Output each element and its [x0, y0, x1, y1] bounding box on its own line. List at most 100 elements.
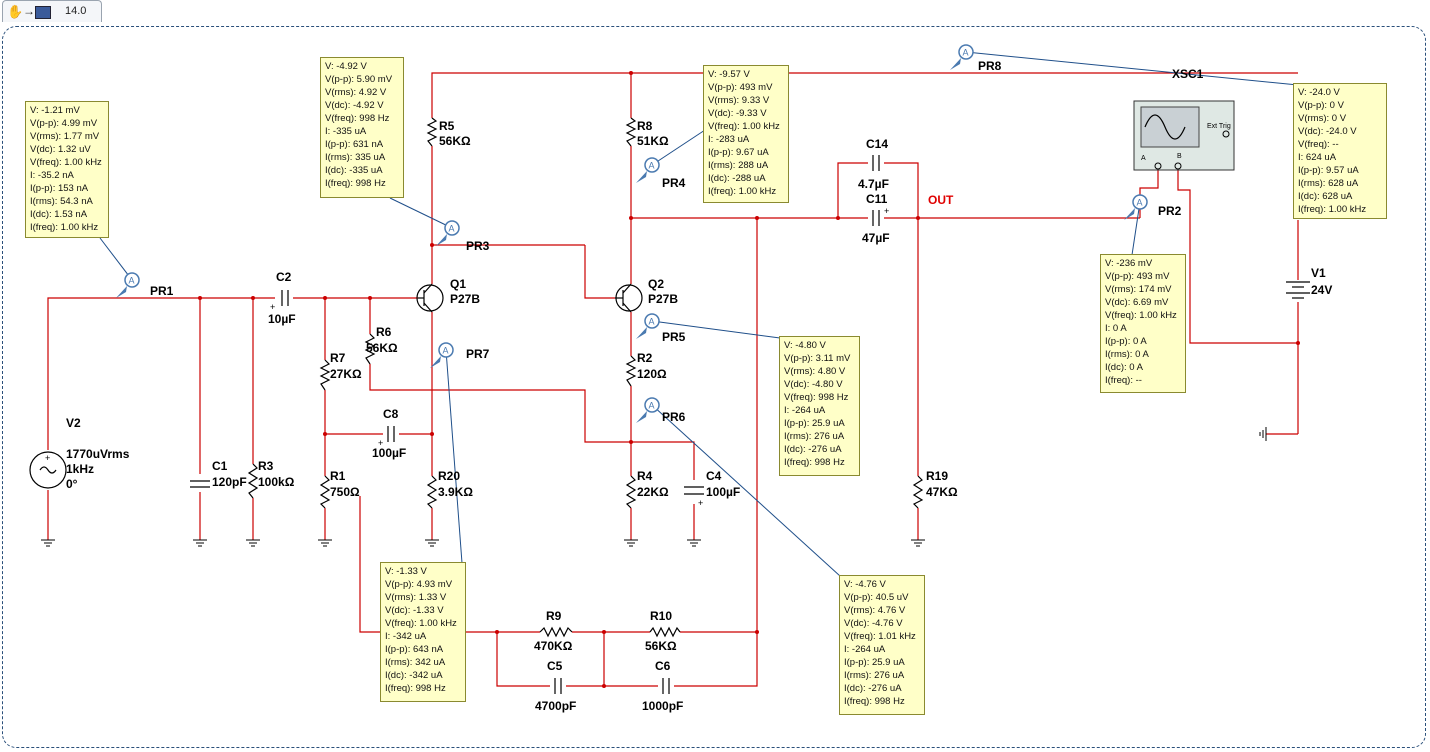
probe-reading-line: I(dc): -335 uA — [325, 165, 383, 176]
q1-value: P27B — [450, 292, 480, 306]
probe-reading-line: V(p-p): 5.90 mV — [325, 74, 393, 85]
v1-name: V1 — [1311, 266, 1326, 280]
svg-text:A: A — [1137, 198, 1143, 208]
r19-symbol — [912, 475, 924, 509]
probe-reading-line: I(rms): 276 uA — [784, 431, 845, 442]
r2-symbol — [625, 355, 637, 387]
probe-reading-line: V(dc): 6.69 mV — [1105, 297, 1169, 308]
probe-reading-line: I(p-p): 0 A — [1105, 336, 1147, 347]
capacitors: + + + + — [190, 155, 889, 694]
probe-reading-line: V(dc): -4.80 V — [784, 379, 843, 390]
probe-reading-line: V(freq): 1.00 kHz — [30, 157, 102, 168]
probe-reading-line: V(rms): 4.76 V — [844, 605, 906, 616]
probe-reading-line: V(rms): 174 mV — [1105, 284, 1172, 295]
r4-name: R4 — [637, 469, 653, 483]
probe-reading-line: V: -236 mV — [1105, 258, 1153, 269]
c8-name: C8 — [383, 407, 399, 421]
r5-value: 56KΩ — [439, 134, 471, 148]
probe-reading-line: V(p-p): 4.93 mV — [385, 579, 453, 590]
probe-reading-line: I(rms): 335 uA — [325, 152, 386, 163]
probe-reading-line: V(p-p): 4.99 mV — [30, 118, 98, 129]
c14-name: C14 — [866, 137, 888, 151]
oscilloscope-xsc1[interactable]: Ext Trig A B — [1133, 100, 1235, 171]
r2-value: 120Ω — [637, 367, 667, 381]
probe-symbols[interactable]: A A A A A A A A — [116, 44, 1148, 423]
svg-text:+: + — [45, 453, 50, 463]
r20-value: 3.9KΩ — [438, 485, 473, 499]
r3-symbol — [247, 463, 259, 499]
probe-reading-line: V(rms): 9.33 V — [708, 95, 770, 106]
v2-phase: 0° — [66, 477, 78, 491]
probe-reading-line: V: -4.80 V — [784, 340, 826, 351]
probe-reading-line: V(p-p): 0 V — [1298, 100, 1344, 111]
v2-name: V2 — [66, 416, 81, 430]
probe-reading-line: I(p-p): 9.67 uA — [708, 147, 769, 158]
r3-value: 100kΩ — [258, 475, 295, 489]
pr3-label: PR3 — [466, 239, 490, 253]
probe-reading-line: I(p-p): 25.9 uA — [784, 418, 845, 429]
svg-text:A: A — [449, 224, 455, 234]
c11-name: C11 — [866, 192, 888, 206]
c5-value: 4700pF — [535, 699, 576, 713]
r4-symbol — [625, 475, 637, 509]
c11-value: 47µF — [862, 231, 890, 245]
pr4-label: PR4 — [662, 176, 686, 190]
probe-reading-line: V(p-p): 3.11 mV — [784, 353, 851, 364]
c14-value: 4.7µF — [858, 177, 889, 191]
r8-symbol — [625, 117, 637, 147]
probe-readout-pr5[interactable]: V: -4.80 V V(p-p): 3.11 mV V(rms): 4.80 V V… — [779, 336, 860, 476]
r1-name: R1 — [330, 469, 346, 483]
probe-reading-line: V(dc): -24.0 V — [1298, 126, 1357, 137]
q2-name: Q2 — [648, 277, 664, 291]
svg-text:A: A — [649, 161, 655, 171]
probe-reading-line: I(rms): 288 uA — [708, 160, 769, 171]
probe-reading-line: V(rms): 4.80 V — [784, 366, 846, 377]
q2-symbol — [615, 283, 643, 313]
probe-reading-line: I: -264 uA — [784, 405, 826, 416]
r7-name: R7 — [330, 351, 346, 365]
probe-reading-line: I(freq): 998 Hz — [385, 683, 446, 694]
r20-name: R20 — [438, 469, 460, 483]
probe-reading-line: V(rms): 4.92 V — [325, 87, 387, 98]
probe-reading-line: I: 624 uA — [1298, 152, 1337, 163]
r10-symbol — [649, 626, 681, 638]
probe-reading-line: V: -24.0 V — [1298, 87, 1340, 98]
r8-name: R8 — [637, 119, 653, 133]
svg-text:+: + — [884, 206, 889, 216]
schematic-tab[interactable]: ✋ → 14.0 — [2, 0, 102, 22]
probe-reading-line: I(freq): 1.00 kHz — [708, 186, 777, 197]
probe-reading-line: I(p-p): 643 nA — [385, 644, 444, 655]
probe-reading-line: V(dc): 1.32 uV — [30, 144, 91, 155]
c4-value: 100µF — [706, 485, 740, 499]
r2-name: R2 — [637, 351, 653, 365]
probe-reading-line: V(dc): -4.76 V — [844, 618, 903, 629]
r6-value: 56KΩ — [366, 341, 398, 355]
probe-reading-line: I(dc): -342 uA — [385, 670, 443, 681]
r6-symbol — [364, 333, 376, 365]
svg-text:A: A — [443, 346, 449, 356]
probe-reading-line: I(rms): 628 uA — [1298, 178, 1359, 189]
probe-reading-line: I(rms): 54.3 nA — [30, 196, 93, 207]
v2-value: 1770uVrms — [66, 447, 130, 461]
probe-reading-line: I(dc): 628 uA — [1298, 191, 1353, 202]
probe-reading-line: V(freq): 1.00 kHz — [708, 121, 780, 132]
c8-value: 100µF — [372, 446, 406, 460]
probe-reading-line: V(freq): 1.00 kHz — [385, 618, 457, 629]
probe-reading-line: V(rms): 1.77 mV — [30, 131, 100, 142]
v1-symbol — [1286, 281, 1310, 299]
probe-reading-line: I(p-p): 25.9 uA — [844, 657, 905, 668]
probe-reading-line: V(freq): -- — [1298, 139, 1339, 150]
pr7-label: PR7 — [466, 347, 490, 361]
probe-leads — [99, 51, 1299, 577]
r20-symbol — [426, 475, 438, 509]
probe-reading-line: I(dc): -276 uA — [844, 683, 902, 694]
probe-reading-line: V(dc): -9.33 V — [708, 108, 767, 119]
